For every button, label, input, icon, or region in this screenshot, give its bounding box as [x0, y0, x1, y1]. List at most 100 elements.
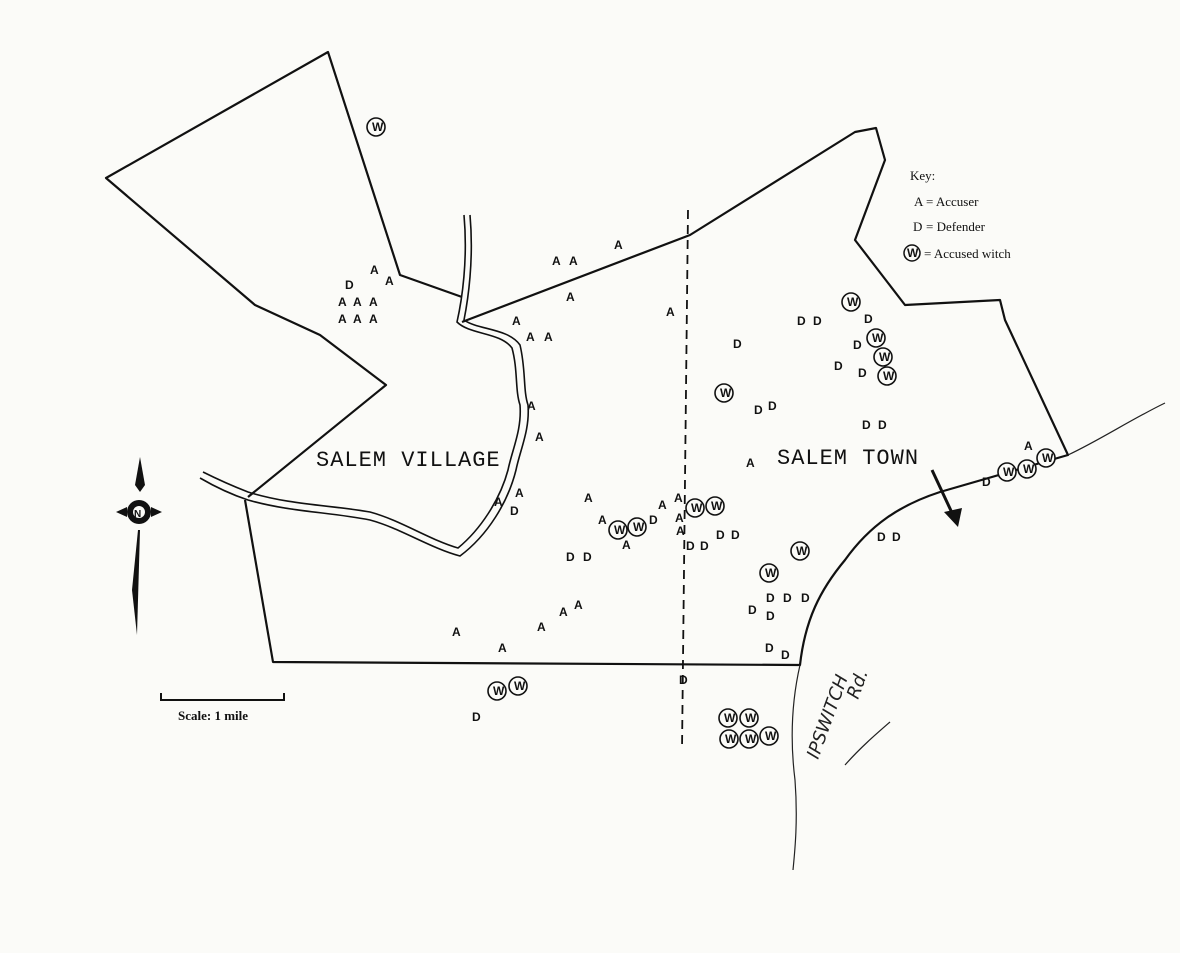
ipswich-road — [791, 664, 801, 871]
accuser-marker: A — [598, 513, 607, 527]
accused-witch-marker: W — [796, 544, 808, 558]
defender-marker: D — [766, 591, 775, 605]
accused-witch-circle-icon — [508, 676, 528, 696]
accuser-marker: A — [369, 312, 378, 326]
coast-road — [1067, 402, 1166, 456]
village-town-outer-boundary — [243, 126, 1070, 667]
accused-witch-marker: W — [614, 523, 626, 537]
defender-marker: D — [766, 609, 775, 623]
compass-letter: N — [134, 509, 141, 520]
defender-marker: D — [877, 530, 886, 544]
accuser-marker: A — [569, 254, 578, 268]
accuser-marker: A — [584, 491, 593, 505]
accused-witch-marker: W — [745, 732, 757, 746]
legend-witch-symbol: W — [907, 246, 919, 260]
accuser-marker: A — [452, 625, 461, 639]
accuser-marker: A — [666, 305, 675, 319]
accuser-marker: A — [746, 456, 755, 470]
accused-witch-circle-icon — [759, 726, 779, 746]
defender-marker: D — [748, 603, 757, 617]
defender-marker: D — [566, 550, 575, 564]
ipswich-road-label-abbrev: Rd. — [843, 667, 873, 702]
accuser-marker: A — [658, 498, 667, 512]
accused-witch-marker: W — [872, 331, 884, 345]
accused-witch-circle-icon — [608, 520, 628, 540]
accused-witch-circle-icon — [759, 563, 779, 583]
accused-witch-marker: W — [879, 350, 891, 364]
defender-marker: D — [345, 278, 354, 292]
village-town-divider — [681, 209, 689, 751]
accuser-marker: A — [515, 486, 524, 500]
legend-witch-label: = Accused witch — [924, 246, 1011, 261]
defender-marker: D — [731, 528, 740, 542]
salem-town-label: SALEM TOWN — [777, 446, 919, 471]
accuser-marker: A — [552, 254, 561, 268]
accused-witch-circle-icon — [685, 498, 705, 518]
accuser-marker: A — [353, 312, 362, 326]
accused-witch-marker: W — [745, 711, 757, 725]
accused-witch-circle-icon — [714, 383, 734, 403]
defender-marker: D — [686, 539, 695, 553]
accuser-marker: A — [527, 399, 536, 413]
accused-witch-circle-icon — [1017, 459, 1037, 479]
accuser-marker: A — [385, 274, 394, 288]
defender-marker: D — [813, 314, 822, 328]
accuser-marker: A — [526, 330, 535, 344]
accused-witch-circle-icon — [366, 117, 386, 137]
defender-marker: D — [716, 528, 725, 542]
accused-witch-marker: W — [514, 679, 526, 693]
compass-north-needle — [135, 457, 145, 492]
accuser-marker: A — [512, 314, 521, 328]
accused-witch-circle-icon — [877, 366, 897, 386]
legend: Key: A = Accuser D = Defender W = Accuse… — [903, 168, 1011, 262]
defender-marker: D — [679, 673, 688, 687]
defender-marker: D — [472, 710, 481, 724]
defender-marker: D — [768, 399, 777, 413]
accused-witch-circle-icon — [487, 681, 507, 701]
defender-marker: D — [862, 418, 871, 432]
defender-marker: D — [801, 591, 810, 605]
defender-marker: D — [783, 591, 792, 605]
accused-witch-marker: W — [691, 501, 703, 515]
accuser-marker: A — [370, 263, 379, 277]
accused-witch-circle-icon — [866, 328, 886, 348]
accused-witch-circle-icon — [627, 517, 647, 537]
defender-marker: D — [583, 550, 592, 564]
defender-marker: D — [700, 539, 709, 553]
accused-witch-marker: W — [711, 499, 723, 513]
defender-marker: D — [510, 504, 519, 518]
accuser-marker: A — [353, 295, 362, 309]
defender-marker: D — [834, 359, 843, 373]
defender-marker: D — [878, 418, 887, 432]
defender-marker: D — [864, 312, 873, 326]
accuser-marker: A — [614, 238, 623, 252]
defender-marker: D — [765, 641, 774, 655]
accuser-marker: A — [338, 295, 347, 309]
accuser-marker: A — [537, 620, 546, 634]
accuser-marker: A — [675, 511, 684, 525]
scale-bar: Scale: 1 mile — [160, 693, 285, 723]
accused-witch-circle-icon — [719, 729, 739, 749]
defender-marker: D — [649, 513, 658, 527]
accuser-marker: A — [535, 430, 544, 444]
accused-witch-circle-icon — [739, 708, 759, 728]
accused-witch-marker: W — [493, 684, 505, 698]
accused-witch-circle-icon — [739, 729, 759, 749]
defender-marker: D — [982, 475, 991, 489]
accused-witch-marker: W — [883, 369, 895, 383]
accused-witch-circle-icon — [718, 708, 738, 728]
defender-marker: D — [754, 403, 763, 417]
legend-title: Key: — [910, 168, 935, 183]
accuser-marker: A — [338, 312, 347, 326]
accuser-marker: A — [369, 295, 378, 309]
accused-witch-marker: W — [1042, 451, 1054, 465]
accuser-marker: A — [574, 598, 583, 612]
accused-witch-marker: W — [372, 120, 384, 134]
accused-witch-marker: W — [765, 729, 777, 743]
accused-witch-circle-icon — [873, 347, 893, 367]
compass-south-needle — [132, 530, 140, 635]
legend-accuser-symbol: A — [914, 194, 924, 209]
roads — [791, 402, 1166, 871]
